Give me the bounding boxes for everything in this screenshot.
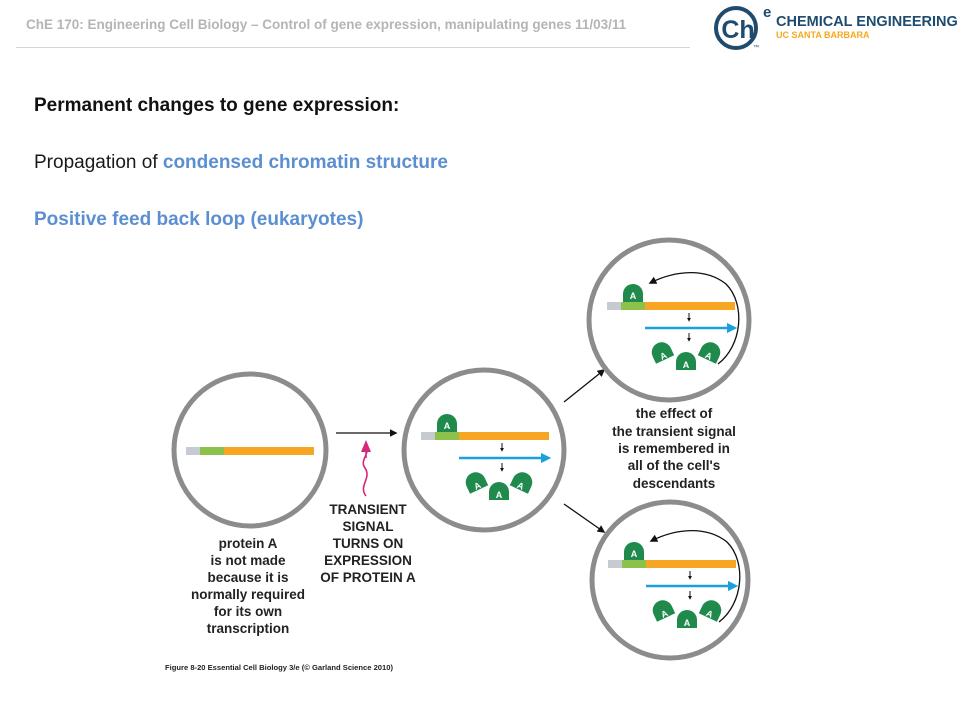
label-line: TRANSIENT xyxy=(329,502,407,517)
dna-gene-segment xyxy=(224,447,314,455)
cell-descendant-bottom: A A A A xyxy=(589,499,751,661)
logo-letters: Ch xyxy=(721,16,754,44)
protein-a-letter: A xyxy=(496,490,503,500)
protein-a-letter: A xyxy=(631,549,638,559)
label-protein-not-made: protein A is not made because it is norm… xyxy=(191,536,305,636)
protein-a-letter: A xyxy=(705,608,716,620)
dna-grey-segment xyxy=(186,447,200,455)
cell-membrane xyxy=(401,367,567,533)
label-line: protein A xyxy=(219,536,278,551)
protein-a-letter: A xyxy=(630,291,637,301)
protein-a xyxy=(652,600,676,622)
cell-membrane xyxy=(586,237,752,403)
dna-promoter-segment xyxy=(200,447,224,455)
che-logo: Ch e ™ CHEMICAL ENGINEERING UC SANTA BAR… xyxy=(714,4,957,51)
label-line: OF PROTEIN A xyxy=(320,570,416,585)
protein-a xyxy=(676,352,696,370)
header-divider xyxy=(16,47,690,48)
logo-trademark: ™ xyxy=(753,44,759,51)
protein-a-letter: A xyxy=(444,421,451,431)
protein-a xyxy=(489,482,509,500)
feedback-loop-arrow xyxy=(649,529,741,623)
logo-ring xyxy=(714,6,758,50)
protein-a xyxy=(677,610,697,628)
bullet-positive-feedback: Positive feed back loop (eukaryotes) xyxy=(34,209,364,230)
protein-a-bound xyxy=(437,414,457,432)
dna-grey-segment xyxy=(607,302,621,310)
dna-promoter-segment xyxy=(622,560,646,568)
logo-line1: CHEMICAL ENGINEERING xyxy=(776,14,957,30)
label-line: for its own xyxy=(214,604,282,619)
figure-caption: Figure 8-20 Essential Cell Biology 3/e (… xyxy=(165,663,393,672)
label-line: EXPRESSION xyxy=(324,553,412,568)
dna-promoter-segment xyxy=(621,302,645,310)
label-line: is remembered in xyxy=(618,441,730,456)
protein-a-products: A A A xyxy=(651,342,721,370)
protein-a xyxy=(651,342,675,364)
protein-a-products: A A A xyxy=(465,472,533,500)
label-line: TURNS ON xyxy=(333,536,404,551)
heading-permanent-changes: Permanent changes to gene expression: xyxy=(34,95,400,116)
cell-membrane xyxy=(589,499,751,661)
protein-a-bound xyxy=(624,542,644,560)
protein-a-letter: A xyxy=(704,350,715,362)
dna-grey-segment xyxy=(608,560,622,568)
protein-a-letter: A xyxy=(684,618,691,628)
label-line: normally required xyxy=(191,587,305,602)
label-transient-signal: TRANSIENT SIGNAL TURNS ON EXPRESSION OF … xyxy=(320,502,416,585)
cell-gene-on: A A A A xyxy=(401,367,567,533)
bullet-propagation-highlight: condensed chromatin structure xyxy=(162,152,448,173)
dna-gene-segment xyxy=(646,560,736,568)
protein-a-letter: A xyxy=(659,608,670,620)
signal-arrowhead xyxy=(361,440,371,452)
protein-a xyxy=(465,472,489,494)
bullet-propagation-prefix: Propagation of xyxy=(34,152,163,173)
arrow-to-descendant-bottom xyxy=(563,503,606,533)
protein-a-letter: A xyxy=(472,480,483,492)
protein-a xyxy=(697,342,721,364)
label-line: is not made xyxy=(210,553,286,568)
protein-a-letter: A xyxy=(658,350,669,362)
cell-gene-off xyxy=(171,371,329,529)
bullet-propagation: Propagation of condensed chromatin struc… xyxy=(34,152,448,174)
protein-a-letter: A xyxy=(516,480,527,492)
protein-a-products: A A A xyxy=(652,600,722,628)
dna-gene-segment xyxy=(459,432,549,440)
label-line: the effect of xyxy=(636,406,713,421)
logo-superscript: e xyxy=(763,4,771,21)
label-line: transcription xyxy=(207,621,290,636)
cell-descendant-top: A A A A xyxy=(586,237,752,403)
feedback-loop-arrow xyxy=(648,271,740,365)
protein-a xyxy=(509,472,533,494)
label-line: descendants xyxy=(633,476,716,491)
dna-promoter-segment xyxy=(435,432,459,440)
transient-signal-squiggle xyxy=(362,443,368,497)
arrow-to-descendant-top xyxy=(563,369,606,403)
slide-header-title: ChE 170: Engineering Cell Biology – Cont… xyxy=(26,17,627,32)
label-line: all of the cell's xyxy=(628,458,721,473)
protein-a xyxy=(698,600,722,622)
protein-a-letter: A xyxy=(683,360,690,370)
label-line: the transient signal xyxy=(612,424,736,439)
label-line: because it is xyxy=(207,570,288,585)
dna-grey-segment xyxy=(421,432,435,440)
dna-gene-segment xyxy=(645,302,735,310)
logo-line2: UC SANTA BARBARA xyxy=(776,30,870,40)
label-effect-remembered: the effect of the transient signal is re… xyxy=(612,406,736,491)
protein-a-bound xyxy=(623,284,643,302)
label-line: SIGNAL xyxy=(342,519,393,534)
